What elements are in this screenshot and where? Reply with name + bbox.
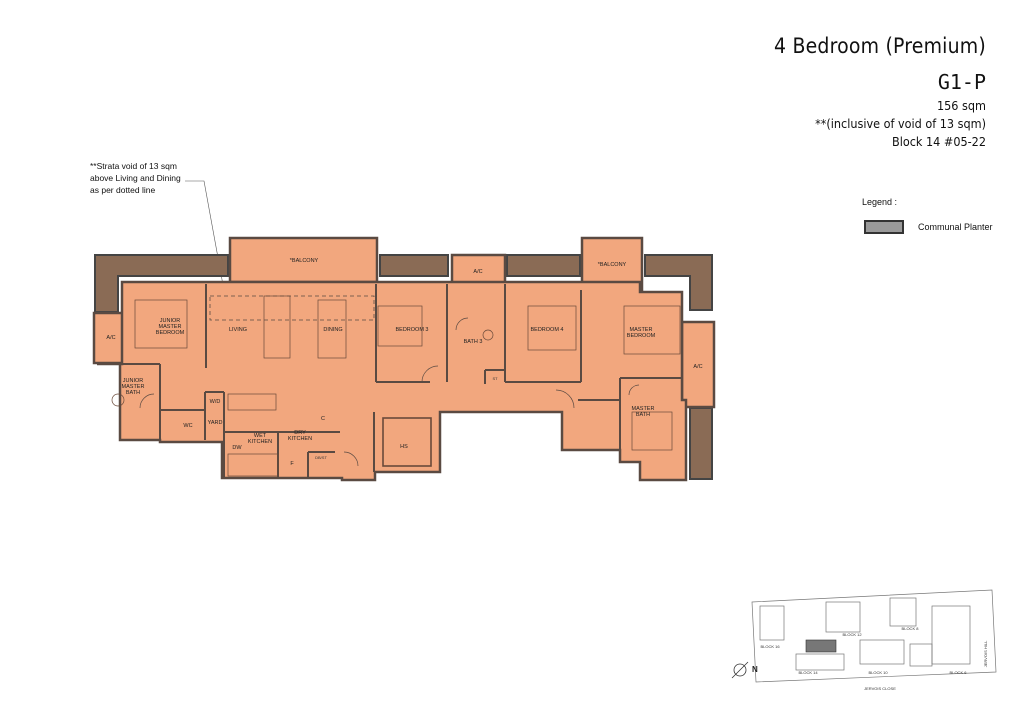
label-balcony-right: *BALCONY bbox=[598, 262, 627, 268]
label-wet-kitchen: KITCHEN bbox=[248, 439, 272, 445]
label-master-bedroom: MASTER bbox=[630, 327, 653, 333]
label-ac-left: A/C bbox=[106, 335, 115, 341]
label-hs: HS bbox=[400, 444, 408, 450]
key-block-outline bbox=[759, 605, 785, 641]
label-dry-kitchen: DRY bbox=[294, 430, 306, 436]
label-wd: W/D bbox=[210, 399, 221, 405]
interior-walls bbox=[122, 284, 682, 478]
label-junior-master-bedroom: JUNIOR bbox=[160, 318, 181, 324]
note-leader-line bbox=[185, 180, 226, 297]
sofa bbox=[263, 295, 291, 359]
label-living: LIVING bbox=[229, 327, 247, 333]
unit-title: 4 Bedroom (Premium) bbox=[774, 34, 986, 58]
north-arrow-icon: N bbox=[731, 661, 758, 679]
label-master-bath: MASTER bbox=[632, 406, 655, 412]
planter-bottom-right bbox=[689, 407, 713, 480]
label-st: ST bbox=[492, 376, 498, 381]
key-block-label: BLOCK 16 bbox=[760, 644, 780, 649]
strata-note-line: as per dotted line bbox=[90, 185, 156, 195]
label-master-bedroom: BEDROOM bbox=[627, 333, 656, 339]
label-junior-master-bath: BATH bbox=[126, 390, 140, 396]
door-swings bbox=[139, 317, 640, 467]
key-block-outline bbox=[931, 605, 971, 665]
label-junior-master-bath: JUNIOR bbox=[123, 378, 144, 384]
label-dining: DINING bbox=[323, 327, 342, 333]
key-highlight-unit bbox=[805, 639, 837, 653]
label-master-bath: BATH bbox=[636, 412, 650, 418]
block-unit-number: Block 14 #05-22 bbox=[892, 134, 986, 149]
household-shelter bbox=[382, 417, 432, 467]
unit-area: 156 sqm bbox=[937, 98, 986, 113]
label-bedroom-4: BEDROOM 4 bbox=[530, 327, 563, 333]
key-block-label: BLOCK 8 bbox=[902, 626, 920, 631]
label-wet-kitchen: WET bbox=[254, 433, 267, 439]
key-block-outline bbox=[795, 653, 845, 671]
label-ac-right: A/C bbox=[693, 364, 702, 370]
unit-code: G1-P bbox=[937, 70, 986, 94]
label-c: C bbox=[321, 416, 325, 422]
wet-kitchen-counter bbox=[227, 453, 279, 477]
label-yard: YARD bbox=[208, 420, 223, 426]
key-block-label: BLOCK 12 bbox=[842, 632, 862, 637]
bed-4 bbox=[527, 305, 577, 351]
strata-void-outline bbox=[209, 295, 375, 321]
wc-fixture bbox=[111, 393, 125, 407]
void-note: **(inclusive of void of 13 sqm) bbox=[815, 116, 986, 131]
strata-note-line: above Living and Dining bbox=[90, 173, 181, 183]
site-boundary bbox=[751, 589, 997, 683]
furniture bbox=[111, 295, 681, 477]
label-dw: DW bbox=[232, 445, 242, 451]
planter-top-right bbox=[506, 254, 581, 277]
label-dry-kitchen: KITCHEN bbox=[288, 436, 312, 442]
legend-swatch-planter bbox=[864, 220, 904, 234]
bed-junior-master bbox=[134, 299, 188, 349]
label-wc: WC bbox=[183, 423, 192, 429]
key-road-bottom: JERVOIS CLOSE bbox=[864, 686, 896, 691]
label-bath-3: BATH 3 bbox=[464, 339, 483, 345]
label-bedroom-3: BEDROOM 3 bbox=[395, 327, 428, 333]
key-block-label: BLOCK 6 bbox=[950, 670, 968, 675]
label-junior-master-bedroom: BEDROOM bbox=[156, 330, 185, 336]
label-f: F bbox=[290, 461, 294, 467]
legend-title: Legend : bbox=[862, 197, 898, 207]
legend-label-planter: Communal Planter bbox=[918, 222, 993, 232]
label-db-st: DB/ST bbox=[315, 455, 327, 460]
strata-note-line: **Strata void of 13 sqm bbox=[90, 161, 177, 171]
north-label: N bbox=[752, 665, 758, 674]
key-block-outline bbox=[859, 639, 905, 665]
key-block-label: BLOCK 14 bbox=[798, 670, 818, 675]
strata-void-note: **Strata void of 13 sqm above Living and… bbox=[90, 160, 230, 196]
master-bath-fixtures bbox=[631, 411, 673, 451]
key-block-label: BLOCK 10 bbox=[868, 670, 888, 675]
kitchen-counter bbox=[227, 393, 277, 411]
bath3-fixture bbox=[482, 329, 494, 341]
bed-master bbox=[623, 305, 681, 355]
label-junior-master-bath: MASTER bbox=[122, 384, 145, 390]
planter-corner-right bbox=[644, 254, 713, 311]
label-ac-top: A/C bbox=[473, 269, 482, 275]
key-plan: BLOCK 14 BLOCK 10 BLOCK 12 BLOCK 8 BLOCK… bbox=[731, 589, 997, 691]
key-block-outline bbox=[825, 601, 861, 633]
bed-3 bbox=[377, 305, 423, 347]
dining-table bbox=[317, 299, 347, 359]
planter-top-mid bbox=[379, 254, 449, 277]
label-balcony-left: *BALCONY bbox=[290, 258, 319, 264]
key-block-outline bbox=[889, 597, 917, 627]
key-road-right: JERVOIS HILL bbox=[983, 640, 988, 667]
label-junior-master-bedroom: MASTER bbox=[159, 324, 182, 330]
key-block-outline bbox=[909, 643, 933, 667]
